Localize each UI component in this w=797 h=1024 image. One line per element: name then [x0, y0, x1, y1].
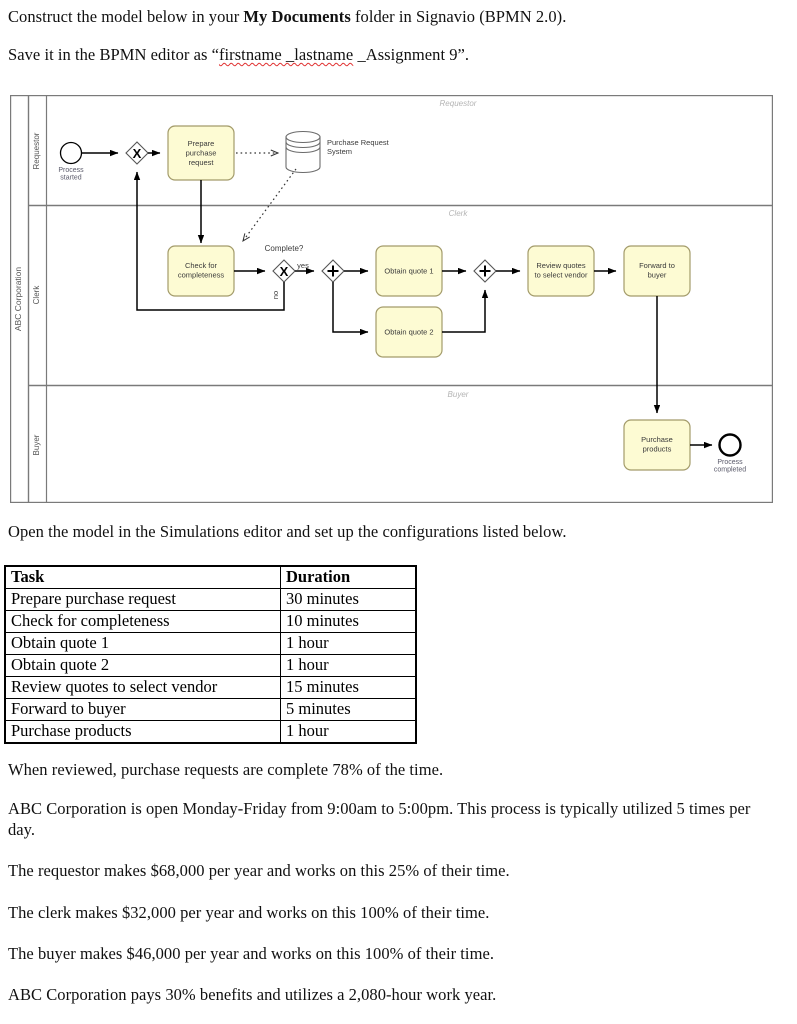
task-review-line-2: to select vendor [535, 271, 588, 280]
end-event-label-2: completed [714, 467, 746, 474]
intro-line1-post: folder in Signavio (BPMN 2.0). [350, 7, 567, 26]
simulation-instruction: Open the model in the Simulations editor… [8, 522, 567, 541]
task-obtain-quote-1: Obtain quote 1 [375, 245, 443, 297]
sequence-flows-requestor [82, 149, 205, 244]
cell-duration: 15 minutes [280, 676, 417, 699]
task-check-line-2: completeness [178, 271, 225, 280]
gateway-merge-xor-symbol: X [133, 146, 142, 161]
lane-separators [28, 95, 773, 503]
flow-label-no: no [271, 291, 280, 299]
cell-duration: 1 hour [280, 720, 417, 744]
cell-duration: 1 hour [280, 632, 417, 655]
data-associations [236, 153, 297, 241]
note-paragraph-6: ABC Corporation pays 30% benefits and ut… [8, 985, 497, 1004]
pool-label: ABC Corporation [13, 267, 23, 332]
task-check-line-1: Check for [185, 261, 218, 270]
cell-task: Obtain quote 2 [4, 654, 281, 677]
bpmn-diagram: ABC Corporation Requestor Clerk Buyer Re… [10, 95, 773, 503]
cell-duration: 30 minutes [280, 588, 417, 611]
sequence-flows-clerk [133, 171, 617, 336]
intro-line2-post: _Assignment 9”. [353, 45, 470, 64]
table-header-row: Task Duration [4, 565, 417, 589]
note-paragraph-5: The buyer makes $46,000 per year and wor… [8, 944, 495, 963]
task-obtain-quote-2: Obtain quote 2 [375, 306, 443, 358]
misspelled-filename: firstname _lastname [218, 45, 354, 64]
gateway-complete-question: Complete? [265, 244, 304, 253]
intro-line1-pre: Construct the model below in your [8, 7, 244, 26]
lane-label-buyer: Buyer [32, 434, 41, 455]
intro-paragraph-1: Construct the model below in your My Doc… [8, 7, 788, 28]
task-prepare-purchase-request: Prepare purchase request [167, 125, 235, 181]
datastore-purchase-request-system [285, 130, 321, 174]
table-header-task: Task [4, 565, 281, 589]
intro-line2-pre: Save it in the BPMN editor as “ [8, 45, 219, 64]
table-header-duration: Duration [280, 565, 417, 589]
task-quote1-label: Obtain quote 1 [384, 267, 433, 276]
lane-side-labels: Requestor Clerk Buyer [32, 132, 41, 455]
task-purchase-products: Purchase products [623, 419, 691, 471]
cell-duration: 5 minutes [280, 698, 417, 721]
lane-label-requestor: Requestor [32, 132, 41, 169]
end-event: Process completed [714, 433, 746, 474]
datastore-label-2: System [327, 147, 352, 156]
cell-task: Obtain quote 1 [4, 632, 281, 655]
datastore-label-1: Purchase Request [327, 138, 390, 147]
cell-duration: 1 hour [280, 654, 417, 677]
gateway-and-join [473, 259, 497, 283]
task-review-quotes: Review quotes to select vendor [527, 245, 595, 297]
cell-task: Purchase products [4, 720, 281, 744]
intro-paragraph-2: Save it in the BPMN editor as “firstname… [8, 45, 788, 66]
task-forward-to-buyer: Forward to buyer [623, 245, 691, 297]
lane-center-labels: Requestor Clerk Buyer [440, 99, 477, 399]
cell-duration: 10 minutes [280, 610, 417, 633]
task-forward-line-1: Forward to [639, 261, 675, 270]
cell-task: Review quotes to select vendor [4, 676, 281, 699]
task-quote2-label: Obtain quote 2 [384, 328, 433, 337]
lane-label-clerk: Clerk [32, 285, 41, 305]
note-paragraph-1: When reviewed, purchase requests are com… [8, 760, 444, 779]
flow-label-yes: yes [297, 261, 309, 270]
sequence-flows-buyer [653, 296, 713, 449]
task-forward-line-2: buyer [648, 271, 667, 280]
note-paragraph-2: ABC Corporation is open Monday-Friday fr… [8, 799, 751, 839]
lane-center-buyer: Buyer [448, 390, 469, 399]
cell-task: Check for completeness [4, 610, 281, 633]
end-event-label-1: Process [717, 459, 743, 466]
gateway-complete-xor: X Complete? yes no [265, 244, 309, 299]
cell-task: Forward to buyer [4, 698, 281, 721]
note-paragraph-3: The requestor makes $68,000 per year and… [8, 861, 510, 880]
lane-center-requestor: Requestor [440, 99, 477, 108]
start-event: Process started [58, 141, 84, 182]
task-prepare-line-1: Prepare [188, 139, 215, 148]
task-review-line-1: Review quotes [536, 261, 585, 270]
cell-task: Prepare purchase request [4, 588, 281, 611]
task-prepare-line-2: purchase [186, 149, 217, 158]
start-event-label-2: started [60, 175, 82, 182]
task-purchase-line-1: Purchase [641, 435, 673, 444]
gateway-complete-xor-symbol: X [280, 264, 289, 279]
note-paragraph-4: The clerk makes $32,000 per year and wor… [8, 903, 490, 922]
task-purchase-line-2: products [643, 445, 672, 454]
start-event-label-1: Process [58, 167, 84, 174]
my-documents-bold: My Documents [243, 7, 351, 26]
task-prepare-line-3: request [188, 158, 214, 167]
task-check-for-completeness: Check for completeness [167, 245, 235, 297]
lane-center-clerk: Clerk [449, 209, 469, 218]
